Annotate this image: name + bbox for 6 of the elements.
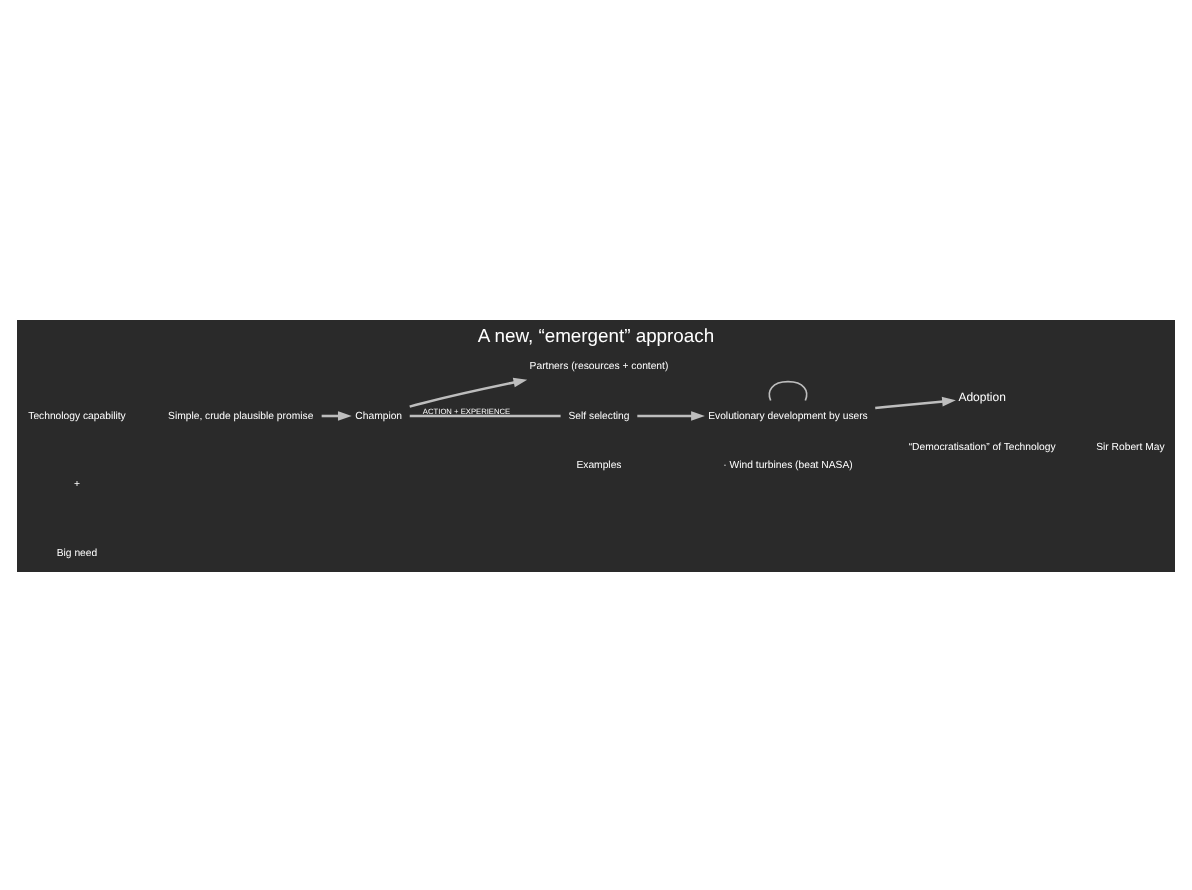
arrow	[637, 410, 705, 420]
arrow	[409, 376, 528, 407]
arrow	[875, 395, 956, 409]
connector	[409, 413, 561, 417]
connector	[768, 379, 808, 401]
diagram-title: A new, “emergent” approach	[477, 322, 715, 345]
